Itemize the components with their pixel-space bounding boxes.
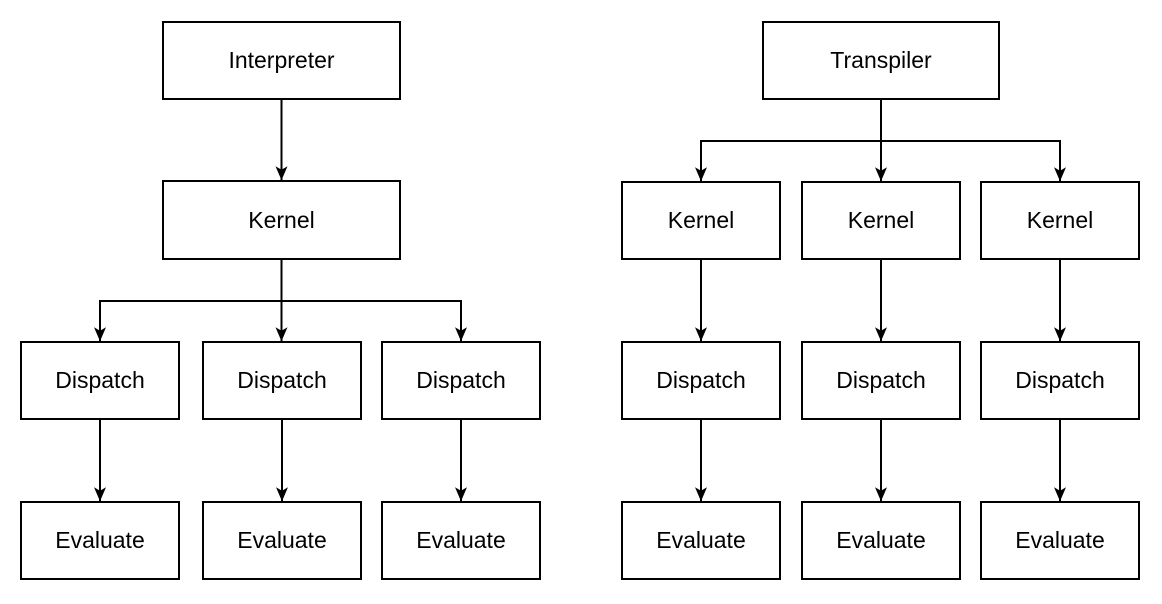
node-dispatch-right-3: Dispatch bbox=[980, 341, 1140, 420]
node-evaluate-right-2: Evaluate bbox=[801, 501, 961, 580]
arrow-transpiler-to-kernel-1 bbox=[695, 140, 881, 182]
node-kernel-right-2: Kernel bbox=[801, 181, 961, 260]
node-kernel-right-3: Kernel bbox=[980, 181, 1140, 260]
node-evaluate-left-1: Evaluate bbox=[20, 501, 180, 580]
node-interpreter: Interpreter bbox=[162, 21, 401, 100]
node-kernel-left: Kernel bbox=[162, 180, 401, 260]
node-evaluate-left-3: Evaluate bbox=[381, 501, 541, 580]
node-evaluate-right-1: Evaluate bbox=[621, 501, 781, 580]
arrow-kernel-to-dispatch-3 bbox=[281, 300, 467, 342]
node-evaluate-right-3: Evaluate bbox=[980, 501, 1140, 580]
node-dispatch-right-1: Dispatch bbox=[621, 341, 781, 420]
node-evaluate-left-2: Evaluate bbox=[202, 501, 362, 580]
node-dispatch-left-3: Dispatch bbox=[381, 341, 541, 420]
arrow-kernel-to-dispatch-1 bbox=[94, 300, 282, 342]
node-kernel-right-1: Kernel bbox=[621, 181, 781, 260]
node-transpiler: Transpiler bbox=[762, 21, 1000, 100]
node-dispatch-left-1: Dispatch bbox=[20, 341, 180, 420]
node-dispatch-right-2: Dispatch bbox=[801, 341, 961, 420]
arrow-transpiler-to-kernel-3 bbox=[881, 140, 1066, 182]
node-dispatch-left-2: Dispatch bbox=[202, 341, 362, 420]
